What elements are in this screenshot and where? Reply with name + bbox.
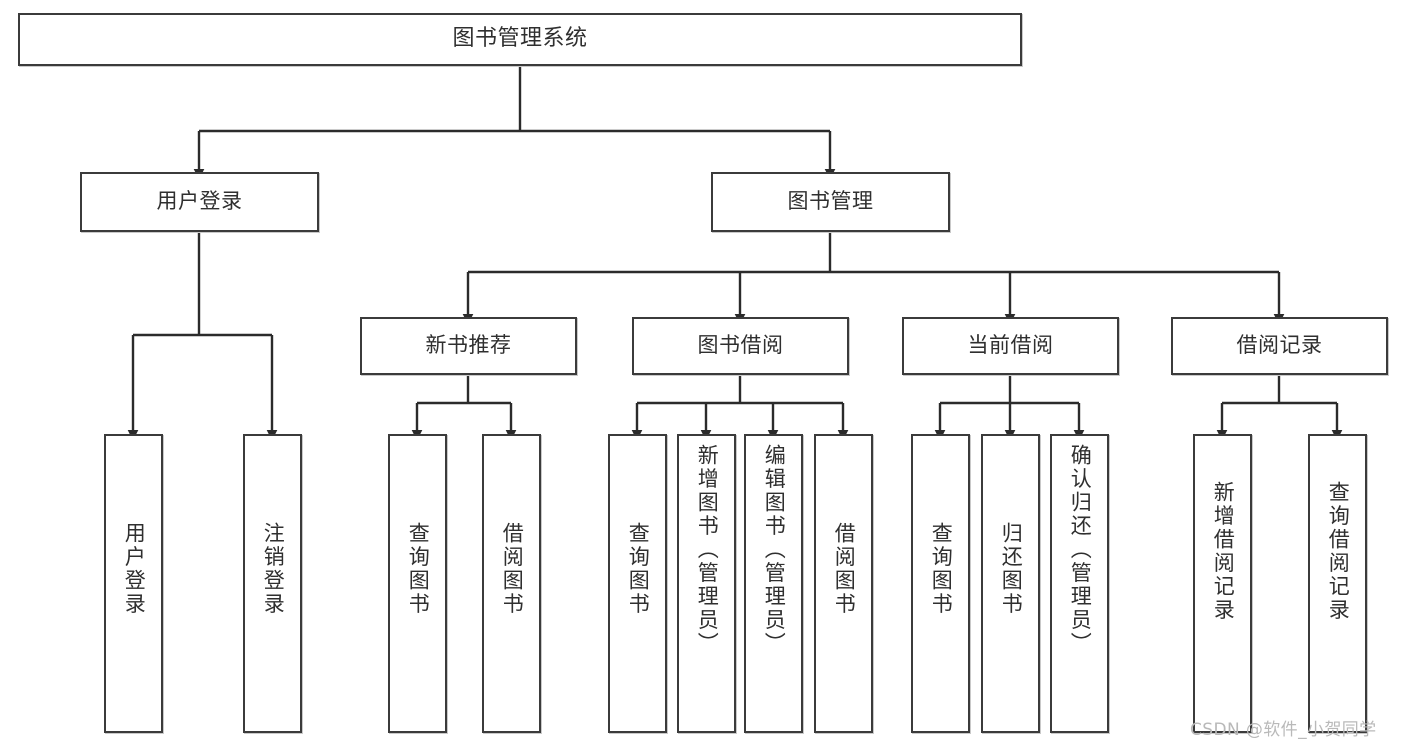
node-leaf-borrow-book-2[interactable]: 借阅图书 (814, 434, 873, 733)
node-leaf-query-book-3[interactable]: 查询图书 (911, 434, 970, 733)
node-label: 归还图书 (999, 522, 1024, 616)
node-label: 借阅图书 (832, 522, 857, 616)
node-label: 借阅记录 (1236, 333, 1323, 358)
node-label: 借阅图书 (500, 522, 525, 616)
node-leaf-confirm-return[interactable]: 确认归还（管理员） (1050, 434, 1109, 733)
node-leaf-add-borrow-record[interactable]: 新增借阅记录 (1193, 434, 1252, 733)
node-label: 用户登录 (156, 189, 243, 214)
node-label: 新书推荐 (425, 333, 512, 358)
node-label: 图书借阅 (697, 333, 784, 358)
node-label: 新增图书（管理员） (695, 444, 720, 656)
node-label: 查询借阅记录 (1326, 481, 1351, 622)
watermark-text: CSDN @软件_小贺同学 (1190, 720, 1377, 740)
node-label: 新增借阅记录 (1211, 481, 1236, 622)
node-book-management[interactable]: 图书管理 (711, 172, 950, 232)
node-label: 确认归还（管理员） (1068, 444, 1093, 656)
node-book-borrow[interactable]: 图书借阅 (632, 317, 849, 375)
node-label: 编辑图书（管理员） (762, 444, 787, 656)
node-label: 查询图书 (406, 522, 431, 616)
node-leaf-return-book[interactable]: 归还图书 (981, 434, 1040, 733)
node-label: 图书管理系统 (452, 26, 588, 52)
node-label: 当前借阅 (967, 333, 1054, 358)
node-leaf-query-book-1[interactable]: 查询图书 (388, 434, 447, 733)
node-leaf-query-borrow-record[interactable]: 查询借阅记录 (1308, 434, 1367, 733)
node-label: 用户登录 (122, 522, 147, 616)
node-label: 查询图书 (929, 522, 954, 616)
node-leaf-add-book[interactable]: 新增图书（管理员） (677, 434, 736, 733)
node-leaf-user-login[interactable]: 用户登录 (104, 434, 163, 733)
node-current-borrow[interactable]: 当前借阅 (902, 317, 1119, 375)
node-new-book-recommend[interactable]: 新书推荐 (360, 317, 577, 375)
node-label: 查询图书 (626, 522, 651, 616)
node-leaf-logout[interactable]: 注销登录 (243, 434, 302, 733)
node-label: 注销登录 (261, 522, 286, 616)
node-leaf-query-book-2[interactable]: 查询图书 (608, 434, 667, 733)
node-leaf-edit-book[interactable]: 编辑图书（管理员） (744, 434, 803, 733)
node-root-book-management-system[interactable]: 图书管理系统 (18, 13, 1022, 66)
node-user-login[interactable]: 用户登录 (80, 172, 319, 232)
node-label: 图书管理 (787, 189, 874, 214)
node-leaf-borrow-book-1[interactable]: 借阅图书 (482, 434, 541, 733)
node-borrow-record[interactable]: 借阅记录 (1171, 317, 1388, 375)
